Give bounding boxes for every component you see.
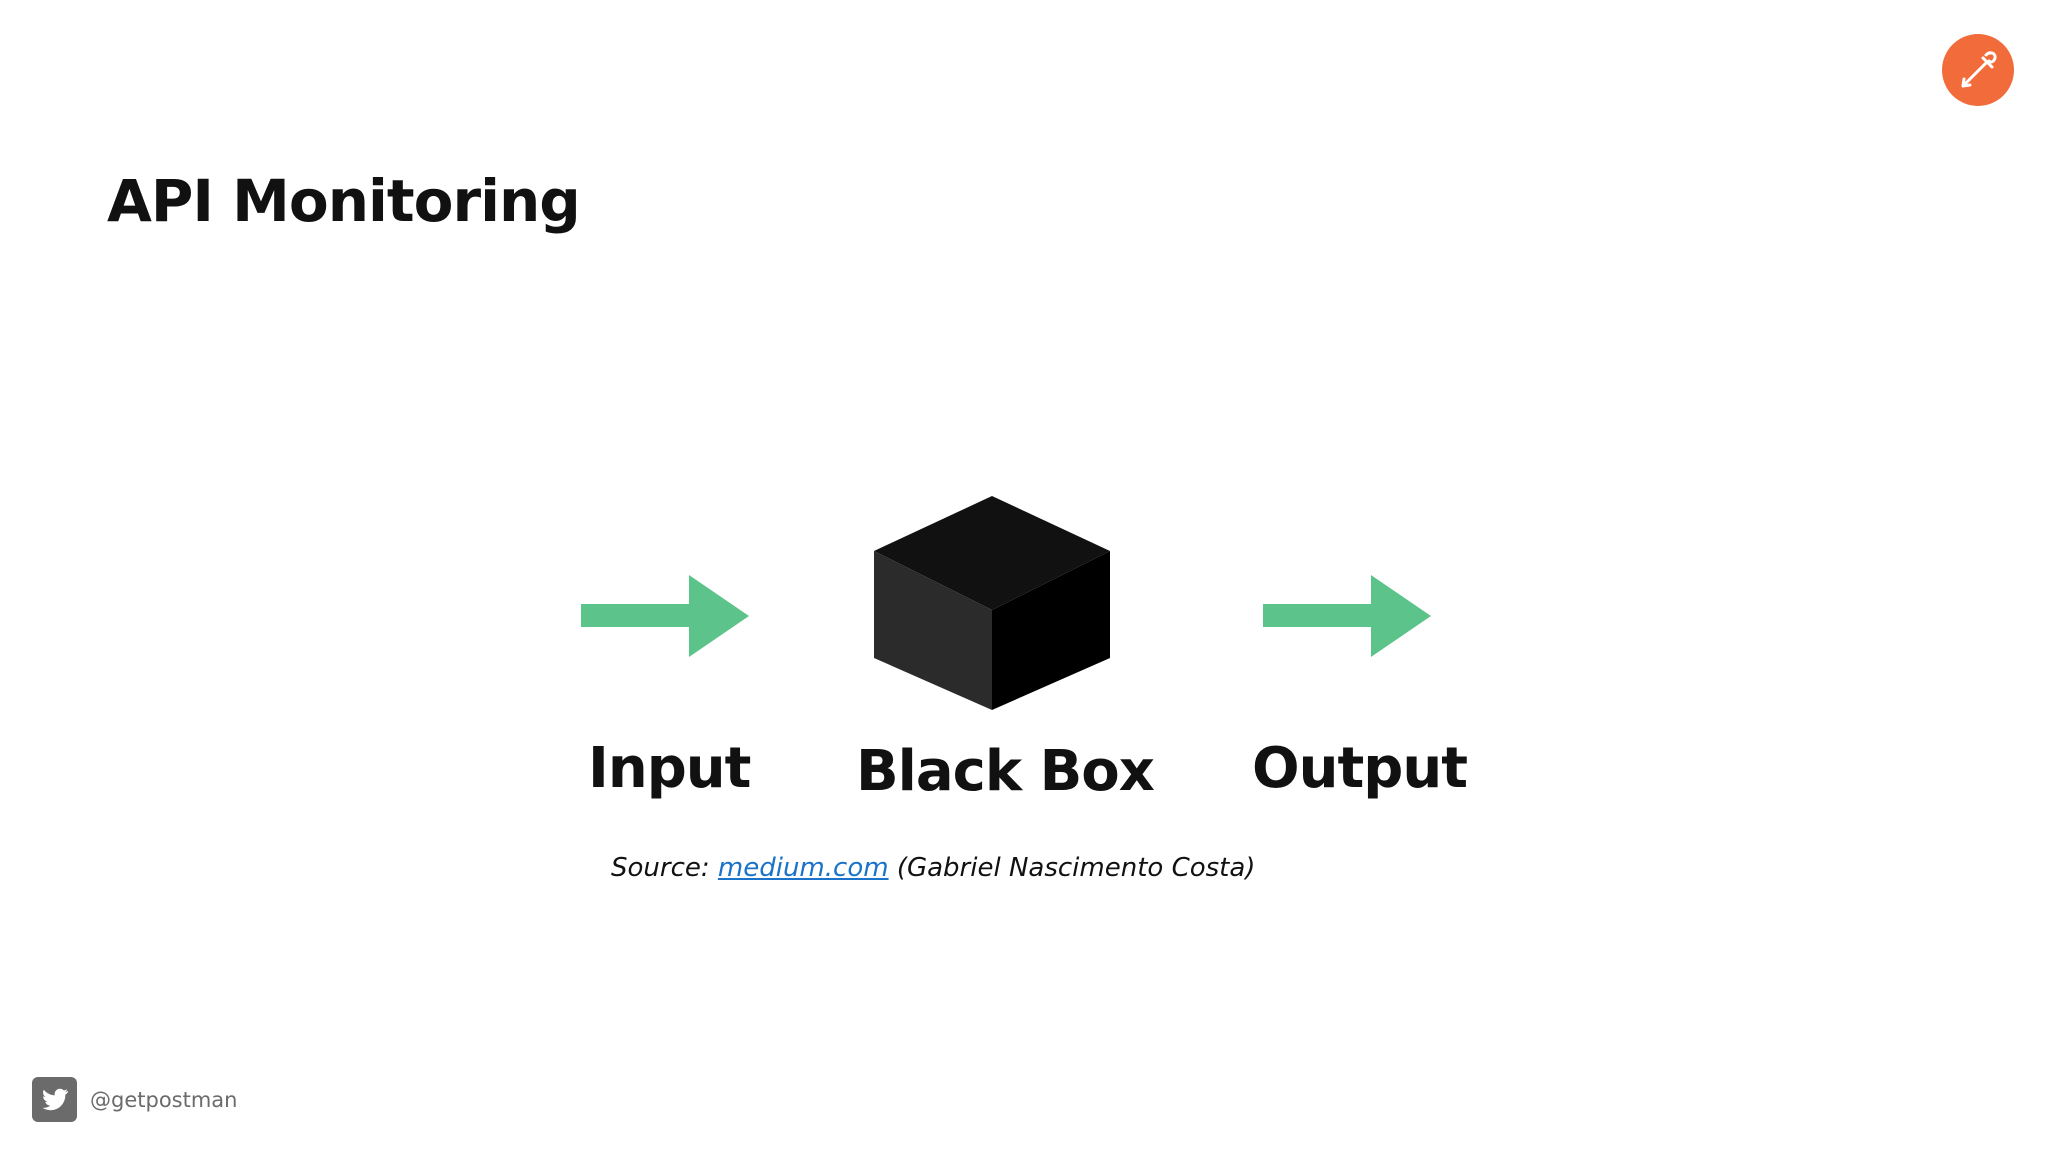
source-author: (Gabriel Nascimento Costa) bbox=[896, 853, 1256, 883]
output-label: Output bbox=[1252, 736, 1468, 801]
output-arrow-icon bbox=[1263, 575, 1431, 657]
input-label: Input bbox=[588, 736, 751, 801]
slide-title: API Monitoring bbox=[107, 167, 581, 235]
source-prefix: Source: bbox=[611, 853, 710, 883]
postman-logo-icon bbox=[1942, 34, 2014, 106]
footer: @getpostman bbox=[32, 1077, 237, 1122]
cube-icon bbox=[874, 496, 1110, 710]
source-citation: Source: medium.com (Gabriel Nascimento C… bbox=[611, 853, 1255, 883]
twitter-icon bbox=[32, 1077, 77, 1122]
input-arrow-icon bbox=[581, 575, 749, 657]
twitter-handle: @getpostman bbox=[90, 1087, 238, 1112]
source-link[interactable]: medium.com bbox=[717, 853, 889, 883]
black-box-label: Black Box bbox=[856, 739, 1155, 804]
